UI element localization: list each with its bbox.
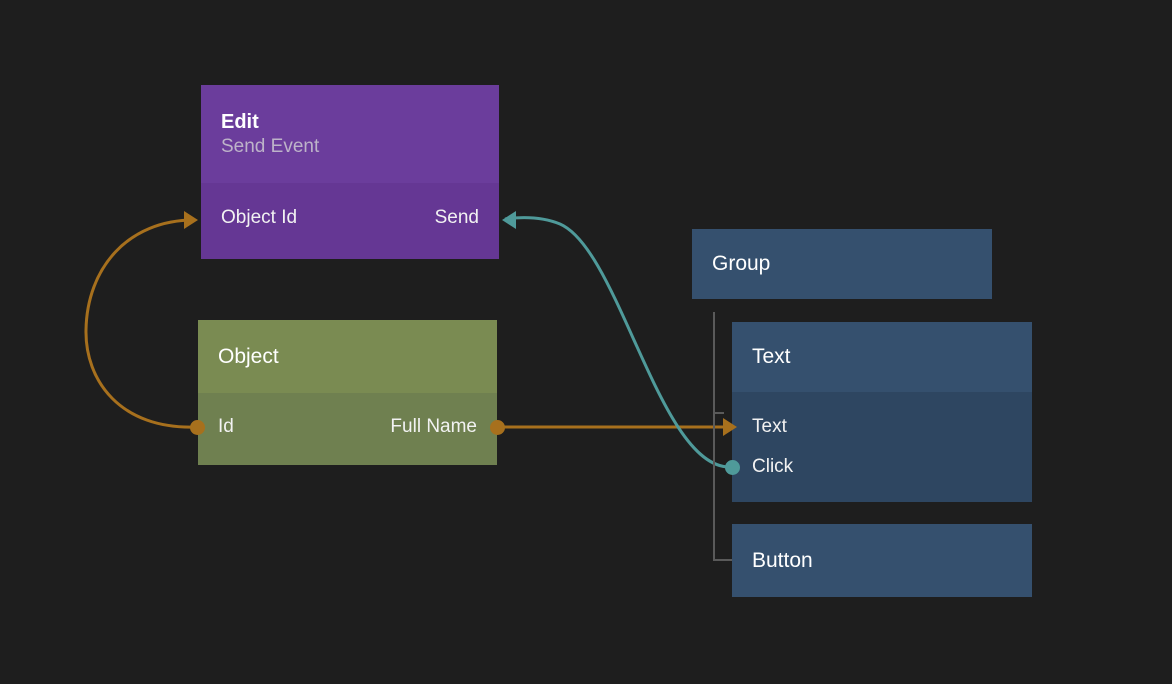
port-marker-text-text-input[interactable]: [723, 418, 737, 436]
node-object-header[interactable]: Object: [198, 320, 497, 393]
port-marker-text-click-output[interactable]: [725, 460, 740, 475]
port-label-object-id[interactable]: Object Id: [221, 207, 298, 228]
port-label-send[interactable]: Send: [434, 207, 479, 228]
node-object-body[interactable]: Id Full Name: [198, 393, 497, 465]
node-text[interactable]: Text Text Click: [723, 322, 1032, 502]
port-label-click[interactable]: Click: [752, 456, 794, 477]
port-marker-object-id-input[interactable]: [190, 420, 205, 435]
node-text-body[interactable]: Text Click: [732, 392, 1032, 502]
node-group-header[interactable]: Group: [692, 229, 992, 299]
node-object-port-row: Id Full Name: [198, 414, 497, 440]
node-edit-subtitle: Send Event: [221, 136, 320, 157]
node-edit-port-row: Object Id Send: [201, 205, 499, 231]
group-tree-vertical-line: [713, 312, 715, 561]
node-text-port-row-click: Click: [732, 454, 1032, 480]
node-object[interactable]: Object Id Full Name: [190, 320, 505, 465]
node-text-title: Text: [752, 345, 791, 368]
port-label-full-name[interactable]: Full Name: [390, 416, 477, 437]
port-label-id[interactable]: Id: [218, 416, 234, 437]
port-marker-edit-object-id-input[interactable]: [184, 211, 198, 229]
node-button-header[interactable]: Button: [732, 524, 1032, 597]
group-tree-branch-text: [713, 412, 724, 414]
node-object-title: Object: [218, 344, 279, 368]
port-marker-object-fullname-output[interactable]: [490, 420, 505, 435]
node-edit-title: Edit: [221, 111, 259, 133]
node-edit[interactable]: Edit Send Event Object Id Send: [184, 85, 516, 259]
node-group[interactable]: Group: [692, 229, 992, 299]
port-label-text[interactable]: Text: [752, 416, 787, 437]
wire-object-id-to-edit-object-id: [84, 218, 198, 429]
node-group-title: Group: [712, 252, 771, 275]
node-button-title: Button: [752, 548, 813, 572]
node-text-port-row-text: Text: [732, 414, 1032, 440]
group-tree-branch-button: [713, 559, 733, 561]
node-button[interactable]: Button: [732, 524, 1032, 597]
node-edit-header[interactable]: Edit Send Event: [201, 85, 499, 183]
node-text-header[interactable]: Text: [732, 322, 1032, 392]
port-marker-edit-send-output[interactable]: [502, 211, 516, 229]
node-edit-body[interactable]: Object Id Send: [201, 183, 499, 259]
